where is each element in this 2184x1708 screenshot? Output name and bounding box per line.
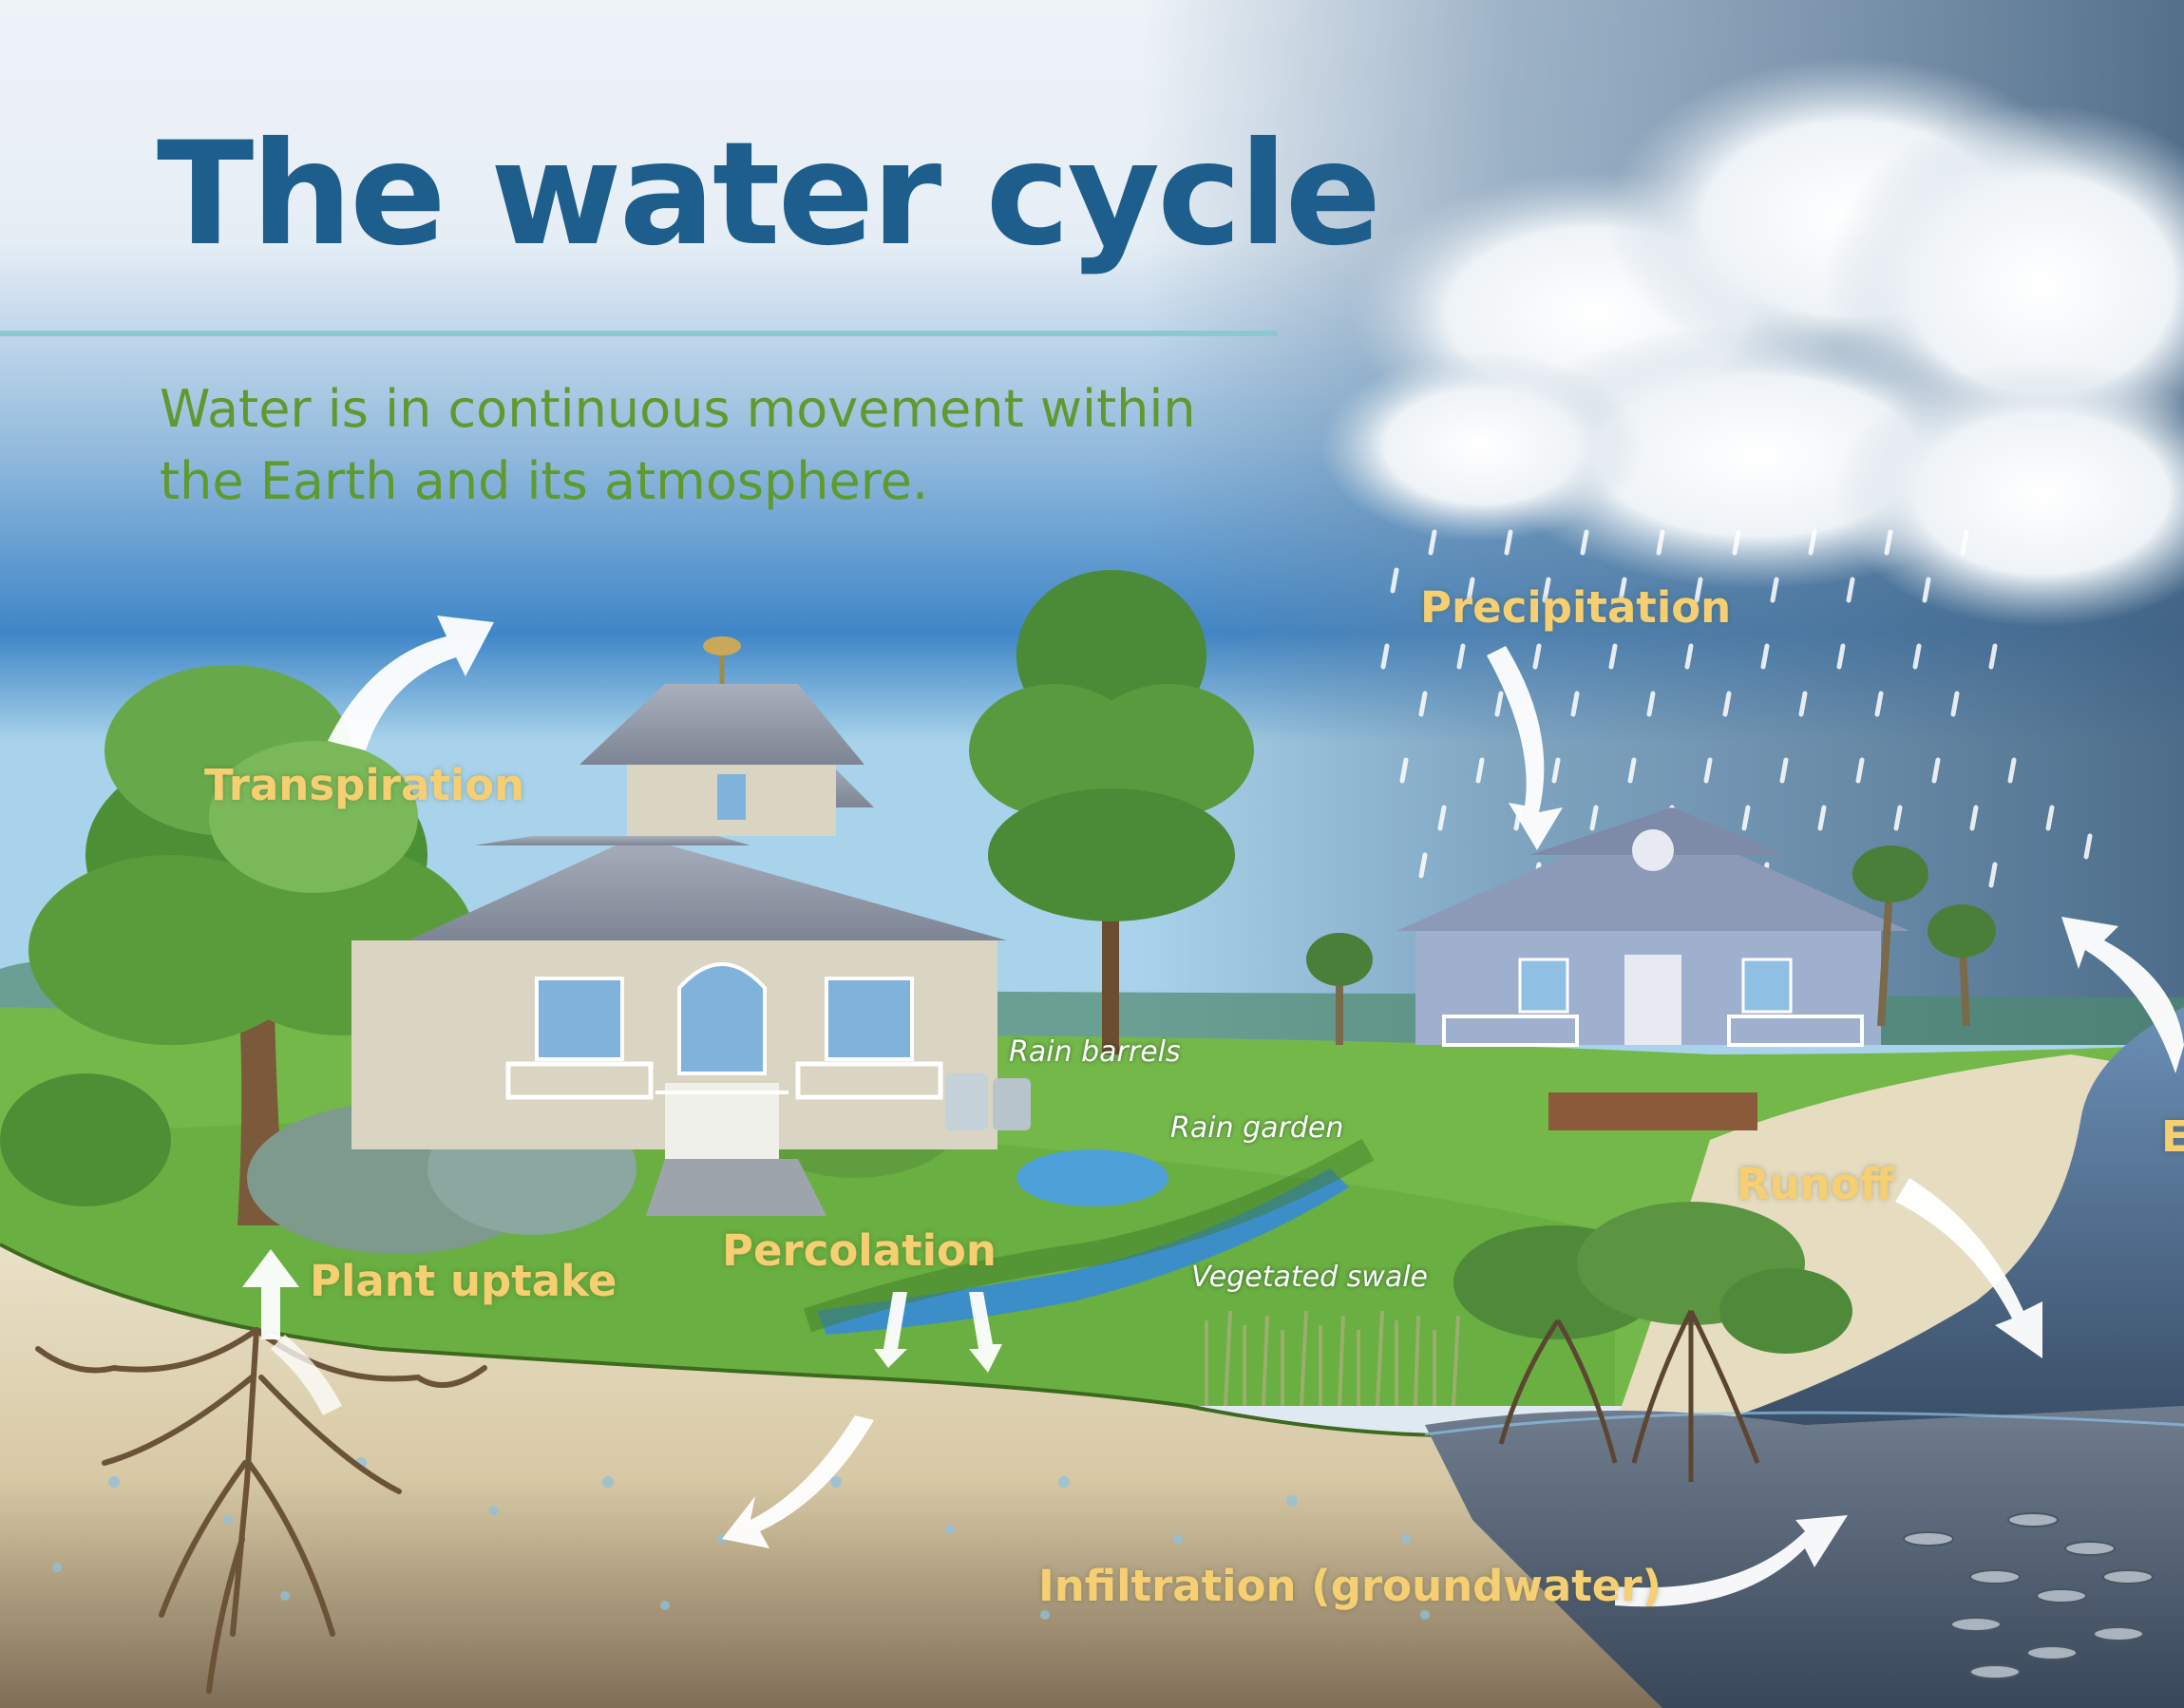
subtitle-line-2: the Earth and its atmosphere. [160, 451, 929, 511]
label-transpiration: Transpiration [204, 760, 525, 810]
main-house [351, 636, 1007, 1159]
beach-house [1396, 807, 1909, 1130]
label-runoff: Runoff [1737, 1159, 1895, 1209]
stone-path [646, 1159, 826, 1216]
subtitle-line-1: Water is in continuous movement within [160, 379, 1196, 439]
vegetated-swale [817, 1168, 1349, 1335]
callout-rain-garden: Rain garden [1170, 1111, 1344, 1145]
rain-garden-pond [1016, 1149, 1168, 1206]
label-plant-uptake: Plant uptake [310, 1256, 617, 1306]
label-precipitation: Precipitation [1420, 582, 1732, 633]
label-evaporation-partial: E [2161, 1111, 2184, 1162]
infiltration-arrow-left [722, 1415, 874, 1548]
estuary-water [1425, 1406, 2184, 1708]
percolation-arrow-2 [969, 1292, 1002, 1373]
rain-clouds [1320, 57, 2184, 627]
callout-rain-barrels: Rain barrels [1009, 1035, 1181, 1069]
sea [1710, 1007, 2184, 1425]
percolation-arrow-1 [874, 1292, 907, 1368]
precipitation-arrow [1487, 646, 1563, 850]
runoff-arrow [1895, 1178, 2042, 1358]
oak-tree [28, 665, 475, 1225]
label-percolation: Percolation [722, 1225, 997, 1276]
evaporation-arrow [2061, 917, 2184, 1073]
rain-barrels-illustration [945, 1073, 1031, 1130]
fish-school [1903, 1512, 2154, 1680]
callout-vegetated-swale: Vegetated swale [1191, 1261, 1429, 1294]
marsh-grass [1205, 1310, 1460, 1407]
soil-layer [0, 1244, 1805, 1708]
flow-arrows [242, 616, 2184, 1607]
label-infiltration: Infiltration (groundwater) [1038, 1561, 1662, 1611]
title-divider [0, 331, 1278, 336]
infiltration-arrow-right [1615, 1515, 1848, 1607]
mangrove-trees [1453, 1202, 1852, 1482]
pine-tree [969, 570, 1254, 1054]
palm-trees [1306, 845, 1996, 1045]
transpiration-arrow [328, 616, 494, 750]
page-title: The water cycle [157, 112, 1381, 277]
subtitle: Water is in continuous movement within t… [160, 373, 1300, 518]
plant-uptake-arrow [242, 1249, 299, 1339]
